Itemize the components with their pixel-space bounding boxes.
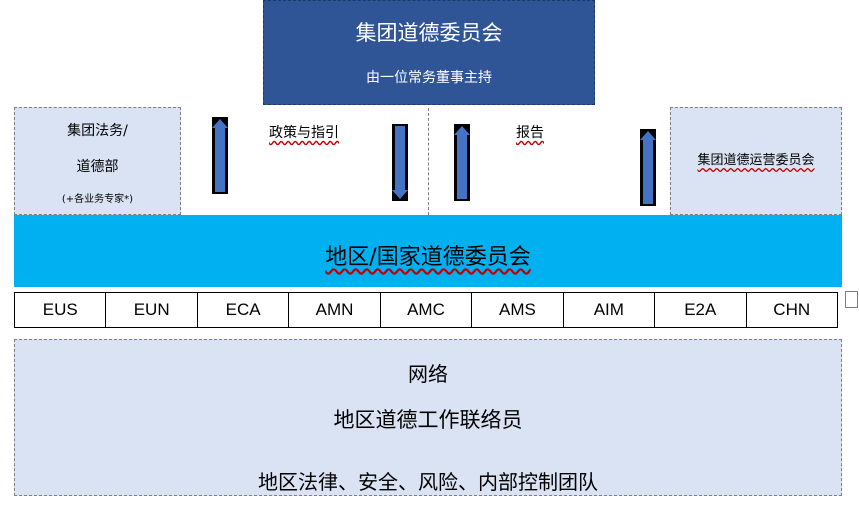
up-arrow-icon (212, 117, 228, 194)
regional-ethics-committee-band: 地区/国家道德委员会 (14, 215, 842, 287)
group-ethics-committee-title: 集团道德委员会 (355, 21, 503, 45)
region-code-cell: ECA (198, 293, 290, 327)
report-label: 报告 (516, 125, 544, 141)
ethics-operations-committee-label: 集团道德运营委员会 (697, 153, 815, 168)
resize-handle[interactable] (845, 291, 858, 308)
network-box: 网络 地区道德工作联络员 地区法律、安全、风险、内部控制团队 (14, 339, 842, 496)
group-ethics-committee-subtitle: 由一位常务董事主持 (366, 70, 492, 86)
region-code-cell: EUN (106, 293, 198, 327)
up-arrow-icon (640, 129, 656, 206)
network-title: 网络 (408, 362, 448, 386)
region-code-cell: AMN (289, 293, 381, 327)
legal-ethics-line3: (+各业务专家*) (61, 194, 134, 205)
ethics-operations-committee-box: 集团道德运营委员会 (670, 107, 842, 215)
down-arrow-icon (392, 124, 408, 201)
regional-control-teams-label: 地区法律、安全、风险、内部控制团队 (258, 470, 598, 494)
up-arrow-icon (454, 124, 470, 201)
center-divider (428, 108, 429, 215)
legal-ethics-line2: 道德部 (76, 159, 119, 175)
region-code-cell: AMS (472, 293, 564, 327)
regional-ethics-committee-title: 地区/国家道德委员会 (325, 245, 531, 270)
region-code-cell: AIM (564, 293, 656, 327)
group-ethics-committee-box: 集团道德委员会 由一位常务董事主持 (263, 0, 595, 105)
region-code-cell: CHN (773, 300, 811, 319)
legal-ethics-line1: 集团法务/ (67, 123, 128, 139)
region-code-cell: E2A (655, 293, 747, 327)
legal-ethics-department-box: 集团法务/ 道德部 (+各业务专家*) (14, 107, 181, 215)
region-code-cell: AMC (381, 293, 473, 327)
policy-guidance-label: 政策与指引 (269, 125, 339, 141)
regional-ethics-liaison-label: 地区道德工作联络员 (333, 408, 523, 432)
region-code-cell: EUS (15, 293, 107, 327)
